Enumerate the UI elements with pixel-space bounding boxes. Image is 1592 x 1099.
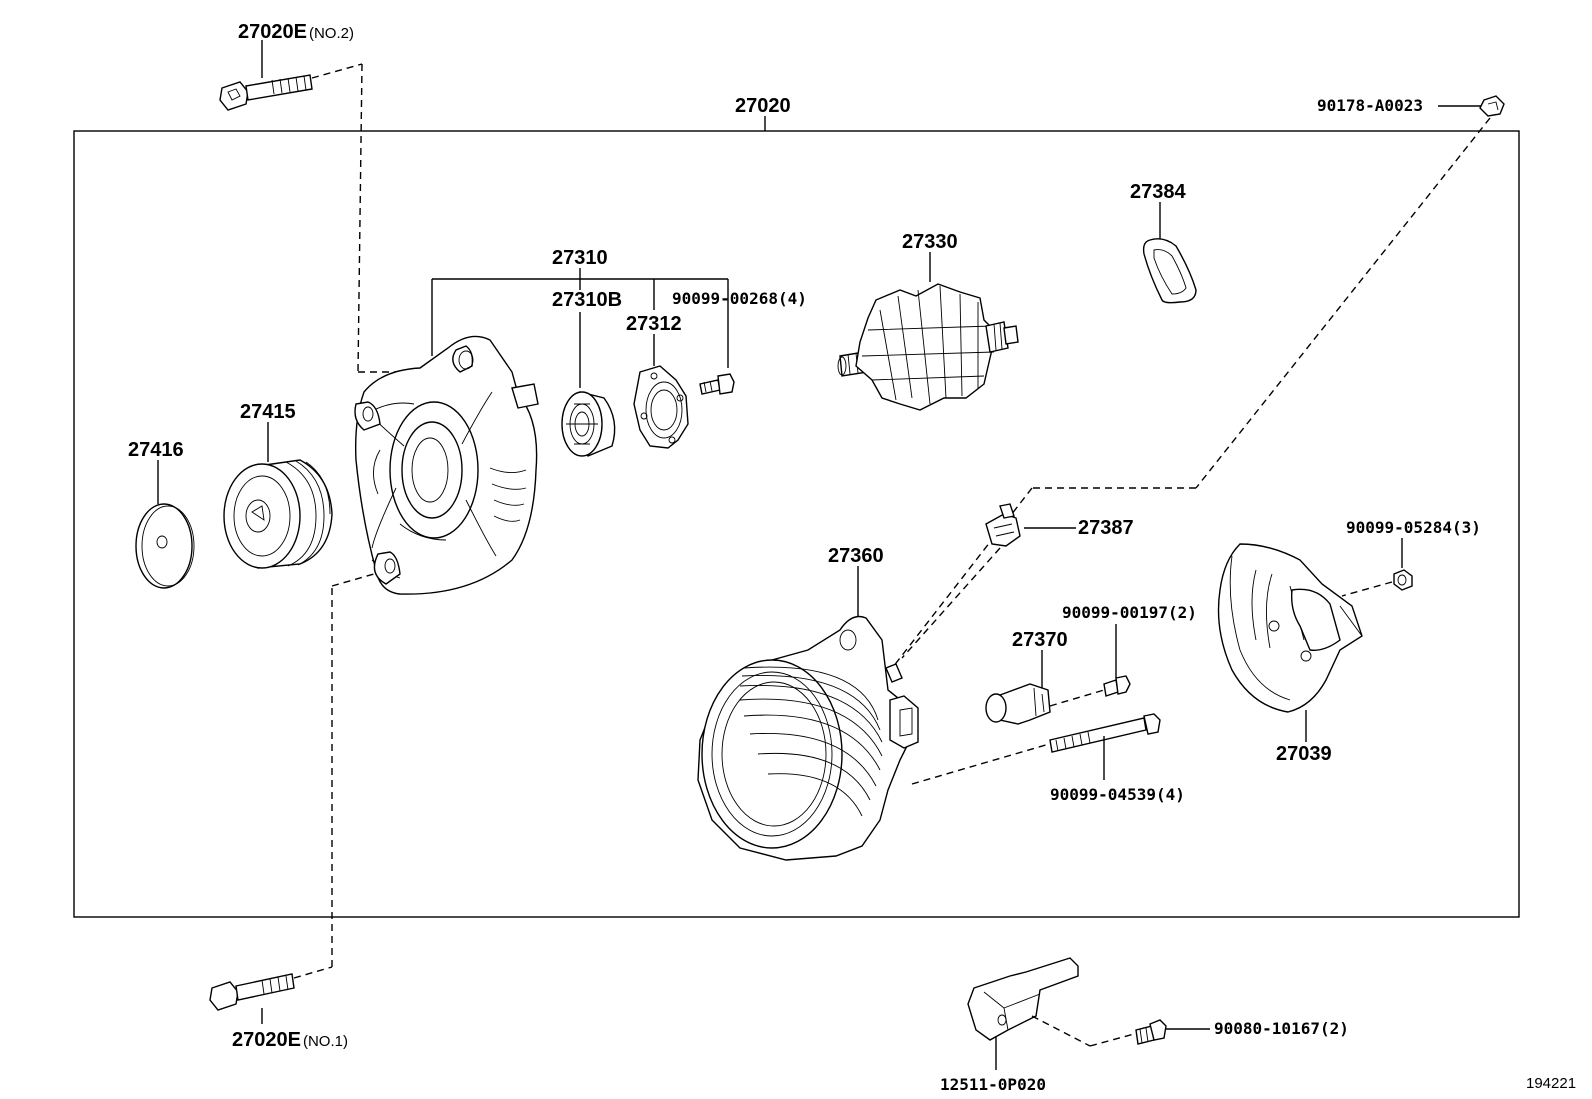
- pulley-cap-icon: [135, 503, 195, 589]
- bearing-retainer-icon: [633, 365, 689, 449]
- label-27020[interactable]: 27020: [735, 95, 791, 117]
- rear-end-frame-icon: [697, 615, 919, 861]
- bolt-no2-icon: [219, 74, 313, 111]
- label-27384[interactable]: 27384: [1130, 181, 1186, 203]
- label-27416[interactable]: 27416: [128, 439, 184, 461]
- terminal-insulator-icon: [985, 503, 1021, 547]
- bearing-icon: [561, 391, 616, 457]
- label-27020e-no2[interactable]: 27020E(NO.2): [238, 21, 354, 43]
- label-27370[interactable]: 27370: [1012, 629, 1068, 651]
- cover-nut-icon: [1393, 569, 1413, 591]
- label-90099-05284[interactable]: 90099-05284(3): [1346, 518, 1481, 537]
- label-27039[interactable]: 27039: [1276, 743, 1332, 765]
- cap-nut-icon: [1479, 95, 1505, 117]
- label-27020e-no1[interactable]: 27020E(NO.1): [232, 1029, 348, 1051]
- label-27360[interactable]: 27360: [828, 545, 884, 567]
- label-90080-10167[interactable]: 90080-10167(2): [1214, 1019, 1349, 1038]
- figure-number: 194221: [1526, 1075, 1576, 1092]
- bolt-no1-icon: [209, 973, 295, 1011]
- label-12511-0p020[interactable]: 12511-0P020: [940, 1075, 1046, 1094]
- brush-screw-icon: [1103, 675, 1131, 697]
- label-27330[interactable]: 27330: [902, 231, 958, 253]
- retainer-screw-icon: [699, 373, 735, 395]
- label-27415[interactable]: 27415: [240, 401, 296, 423]
- pulley-icon: [223, 459, 333, 569]
- label-27310[interactable]: 27310: [552, 247, 608, 269]
- mounting-bracket-icon: [967, 957, 1079, 1041]
- rear-cover-icon: [1217, 543, 1363, 713]
- label-27310b[interactable]: 27310B: [552, 289, 622, 311]
- drive-end-frame-icon: [354, 335, 539, 595]
- assembly-frame-box: [73, 130, 1520, 918]
- label-27312[interactable]: 27312: [626, 313, 682, 335]
- label-90099-00197[interactable]: 90099-00197(2): [1062, 603, 1197, 622]
- label-90099-00268[interactable]: 90099-00268(4): [672, 289, 807, 308]
- bracket-bolt-icon: [1135, 1019, 1167, 1045]
- through-bolt-icon: [1049, 713, 1161, 753]
- insulator-ring-icon: [1142, 238, 1197, 304]
- label-27387[interactable]: 27387: [1078, 517, 1134, 539]
- brush-holder-icon: [985, 683, 1051, 725]
- label-90178-a0023[interactable]: 90178-A0023: [1317, 96, 1423, 115]
- label-90099-04539[interactable]: 90099-04539(4): [1050, 785, 1185, 804]
- rotor-icon: [837, 283, 1019, 411]
